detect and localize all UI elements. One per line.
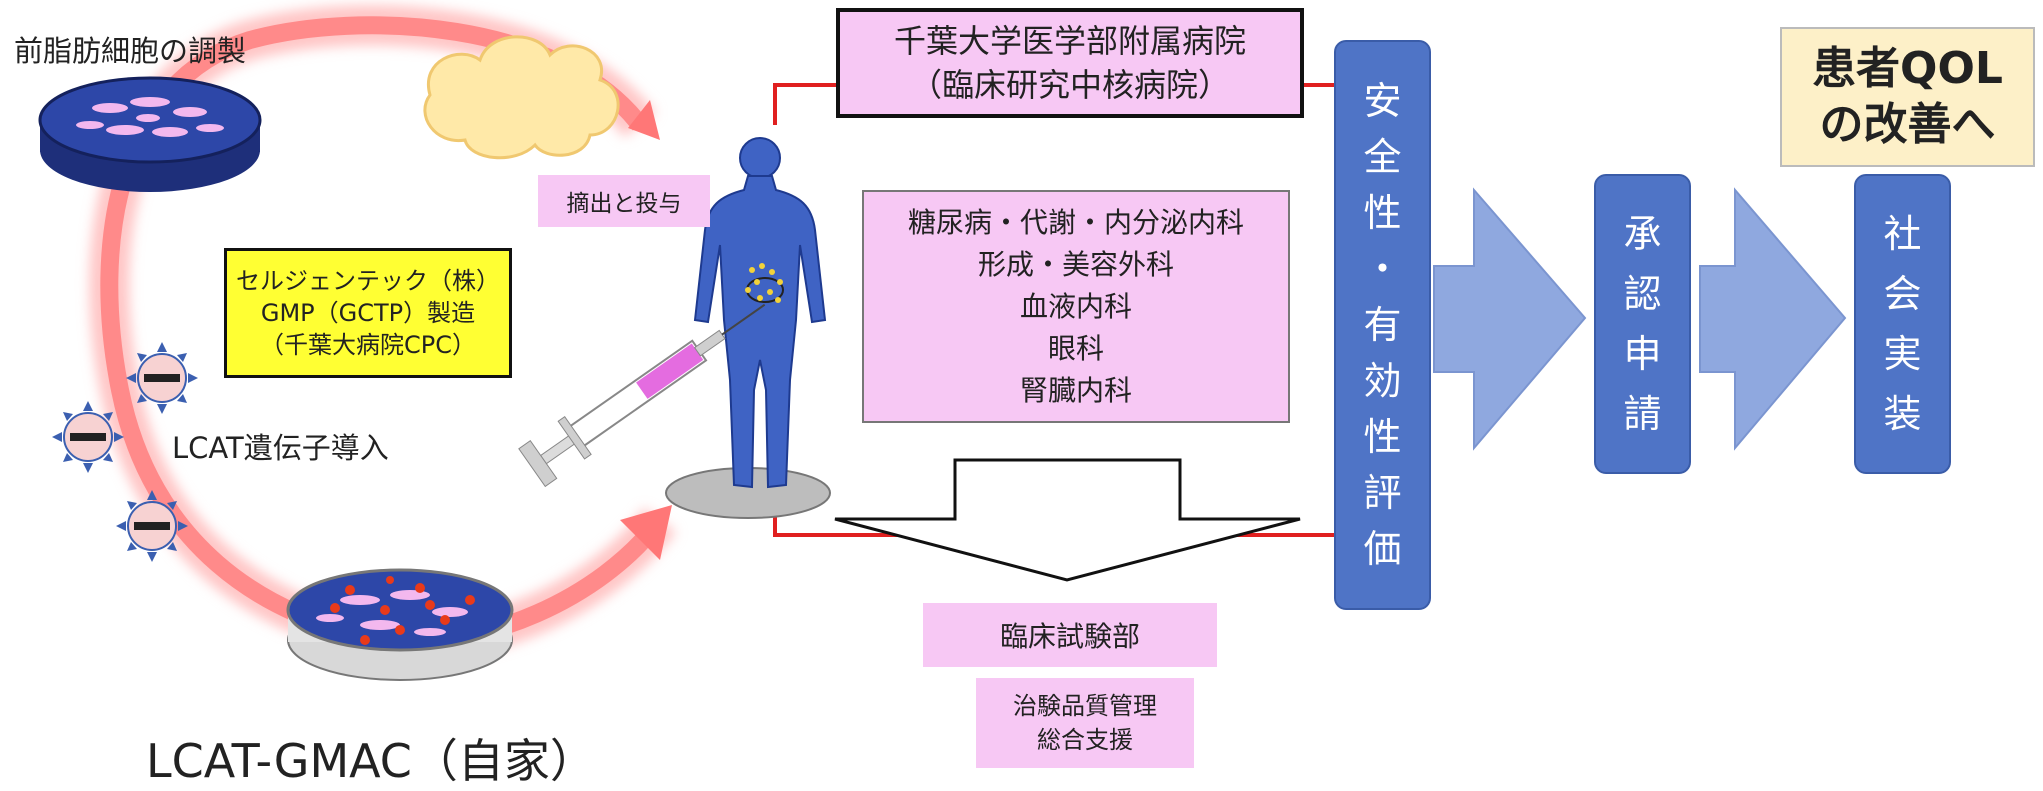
trial-support-line-2: 総合支援 xyxy=(1037,726,1133,754)
cycle-arrowhead-icon xyxy=(620,505,672,560)
eval-char-2: 全 xyxy=(1363,135,1402,179)
trial-support-arrow-icon xyxy=(834,458,1301,582)
gene-vector-icon-3 xyxy=(116,490,188,562)
eval-char-4: ・ xyxy=(1363,247,1402,291)
department-5: 腎臓内科 xyxy=(1019,373,1132,407)
qol-goal-line-2: の改善へ xyxy=(1819,99,1996,150)
qol-goal-line-1: 患者QOL xyxy=(1812,43,2003,94)
eval-char-3: 性 xyxy=(1363,191,1402,235)
social-char-3: 実 xyxy=(1883,332,1922,376)
petri-dish-top-icon xyxy=(38,76,262,192)
approval-char-4: 請 xyxy=(1623,392,1662,436)
extract-administer-label: 摘出と投与 xyxy=(538,175,710,227)
manufacturer-line-3: （千葉大病院CPC） xyxy=(260,331,476,359)
trial-support-line-1: 治験品質管理 xyxy=(1013,692,1157,720)
social-char-2: 会 xyxy=(1883,272,1922,316)
approval-char-2: 認 xyxy=(1623,272,1662,316)
department-2: 形成・美容外科 xyxy=(977,247,1174,281)
manufacturer-line-2: GMP（GCTP）製造 xyxy=(260,299,476,327)
gene-transfer-label: LCAT遺伝子導入 xyxy=(172,431,389,465)
flow-arrow-icon-2 xyxy=(1699,187,1847,451)
approval-application-box: 承 認 申 請 xyxy=(1594,174,1691,474)
eval-char-9: 価 xyxy=(1363,527,1402,571)
department-4: 眼科 xyxy=(1047,331,1104,365)
fat-tissue-icon xyxy=(423,35,620,160)
product-label: LCAT-GMAC（自家） xyxy=(146,734,596,788)
gene-vector-icon-2 xyxy=(52,401,124,473)
department-1: 糖尿病・代謝・内分泌内科 xyxy=(907,205,1244,239)
cycle-arrowhead-top-icon xyxy=(628,100,660,140)
social-char-4: 装 xyxy=(1883,392,1922,436)
petri-dish-bottom-icon xyxy=(286,568,514,681)
eval-char-6: 効 xyxy=(1363,359,1402,403)
preadipocyte-prep-label: 前脂肪細胞の調製 xyxy=(14,34,247,68)
human-figure-icon xyxy=(693,137,827,489)
eval-char-8: 評 xyxy=(1363,471,1402,515)
department-3: 血液内科 xyxy=(1019,289,1132,323)
eval-char-7: 性 xyxy=(1363,415,1402,459)
hospital-name: 千葉大学医学部附属病院 xyxy=(893,22,1246,60)
abdominal-fat-icon xyxy=(745,263,784,303)
eval-char-1: 安 xyxy=(1363,79,1402,123)
social-implementation-box: 社 会 実 装 xyxy=(1854,174,1951,474)
gene-vector-icon-1 xyxy=(126,342,198,414)
syringe-icon xyxy=(518,303,766,488)
approval-char-3: 申 xyxy=(1623,332,1662,376)
approval-char-1: 承 xyxy=(1623,212,1662,256)
hospital-box: 千葉大学医学部附属病院 （臨床研究中核病院） xyxy=(836,8,1304,118)
flow-arrow-icon-1 xyxy=(1433,187,1587,451)
trial-support-box: 治験品質管理 総合支援 xyxy=(976,678,1194,768)
social-char-1: 社 xyxy=(1883,212,1922,256)
manufacturer-box: セルジェンテック（株） GMP（GCTP）製造 （千葉大病院CPC） xyxy=(224,248,512,378)
manufacturer-line-1: セルジェンテック（株） xyxy=(236,267,500,295)
safety-efficacy-eval-box: 安 全 性 ・ 有 効 性 評 価 xyxy=(1334,40,1431,610)
qol-goal-box: 患者QOL の改善へ xyxy=(1780,27,2035,167)
eval-char-5: 有 xyxy=(1363,303,1402,347)
trial-dept-box: 臨床試験部 xyxy=(923,603,1217,667)
hospital-subtitle: （臨床研究中核病院） xyxy=(909,66,1230,104)
departments-box: 糖尿病・代謝・内分泌内科 形成・美容外科 血液内科 眼科 腎臓内科 xyxy=(862,190,1290,423)
